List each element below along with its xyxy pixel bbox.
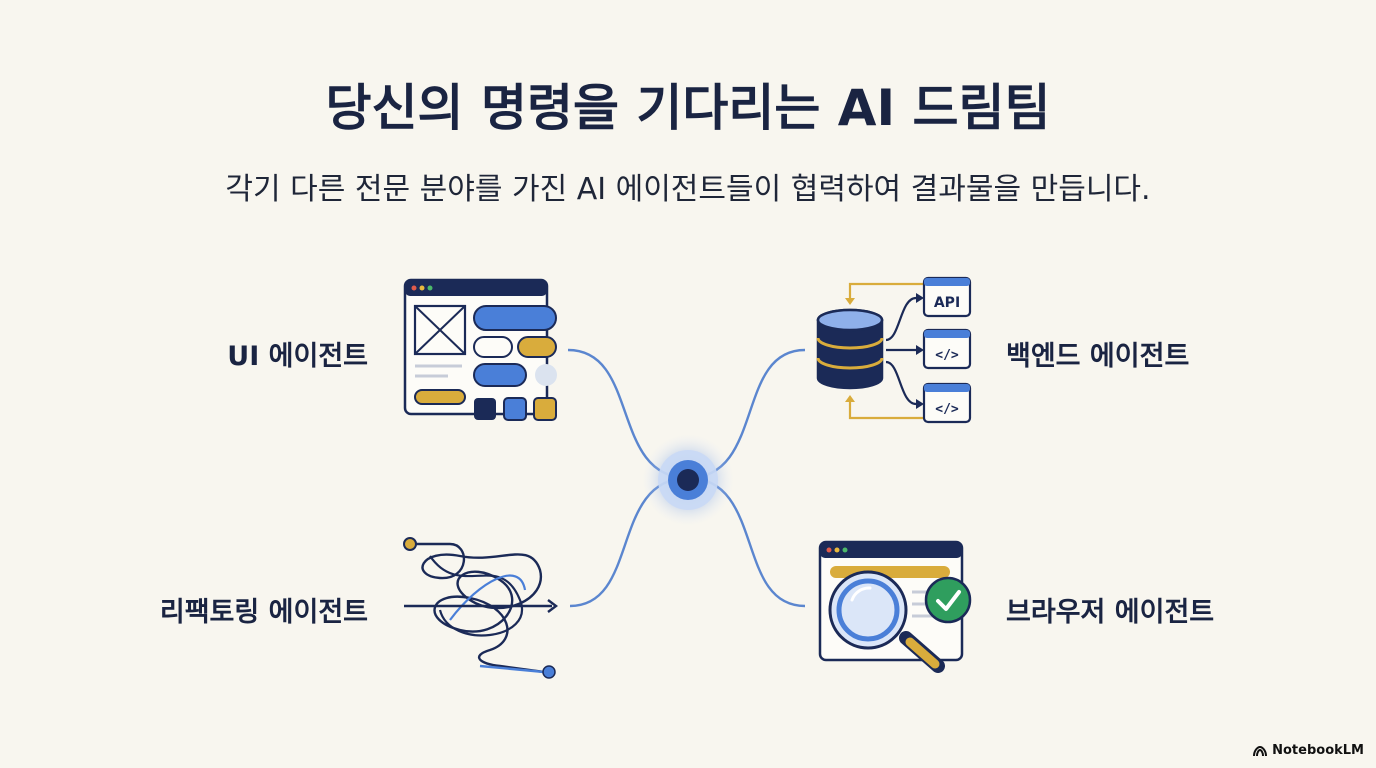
brand-label: NotebookLM bbox=[1272, 743, 1364, 758]
browser-agent-label: 브라우저 에이전트 bbox=[1006, 597, 1215, 628]
notebooklm-logo-icon bbox=[1253, 745, 1268, 756]
ui-agent-label: UI 에이전트 bbox=[227, 341, 368, 372]
database-icon bbox=[816, 308, 884, 390]
page-title: 당신의 명령을 기다리는 AI 드림팀 bbox=[325, 79, 1051, 137]
notebooklm-brand: NotebookLM bbox=[1252, 743, 1364, 758]
code-text-1: </> bbox=[935, 348, 959, 363]
api-box: API bbox=[922, 276, 972, 318]
ui-layout-icon bbox=[403, 278, 557, 421]
code-box-2: </> bbox=[922, 382, 972, 424]
browser-search-check-icon bbox=[818, 540, 972, 673]
refactoring-agent-label: 리팩토링 에이전트 bbox=[159, 597, 368, 628]
page-subtitle: 각기 다른 전문 분야를 가진 AI 에이전트들이 협력하여 결과물을 만듭니다… bbox=[225, 172, 1151, 207]
check-badge-icon bbox=[924, 576, 972, 624]
backend-agent-label: 백엔드 에이전트 bbox=[1006, 341, 1190, 372]
database-api-icon: API </> </> bbox=[816, 276, 972, 424]
tangled-path-icon bbox=[403, 537, 558, 679]
api-text: API bbox=[934, 295, 960, 311]
central-hub-icon bbox=[642, 434, 734, 526]
code-box-1: </> bbox=[922, 328, 972, 370]
code-text-2: </> bbox=[935, 402, 959, 417]
